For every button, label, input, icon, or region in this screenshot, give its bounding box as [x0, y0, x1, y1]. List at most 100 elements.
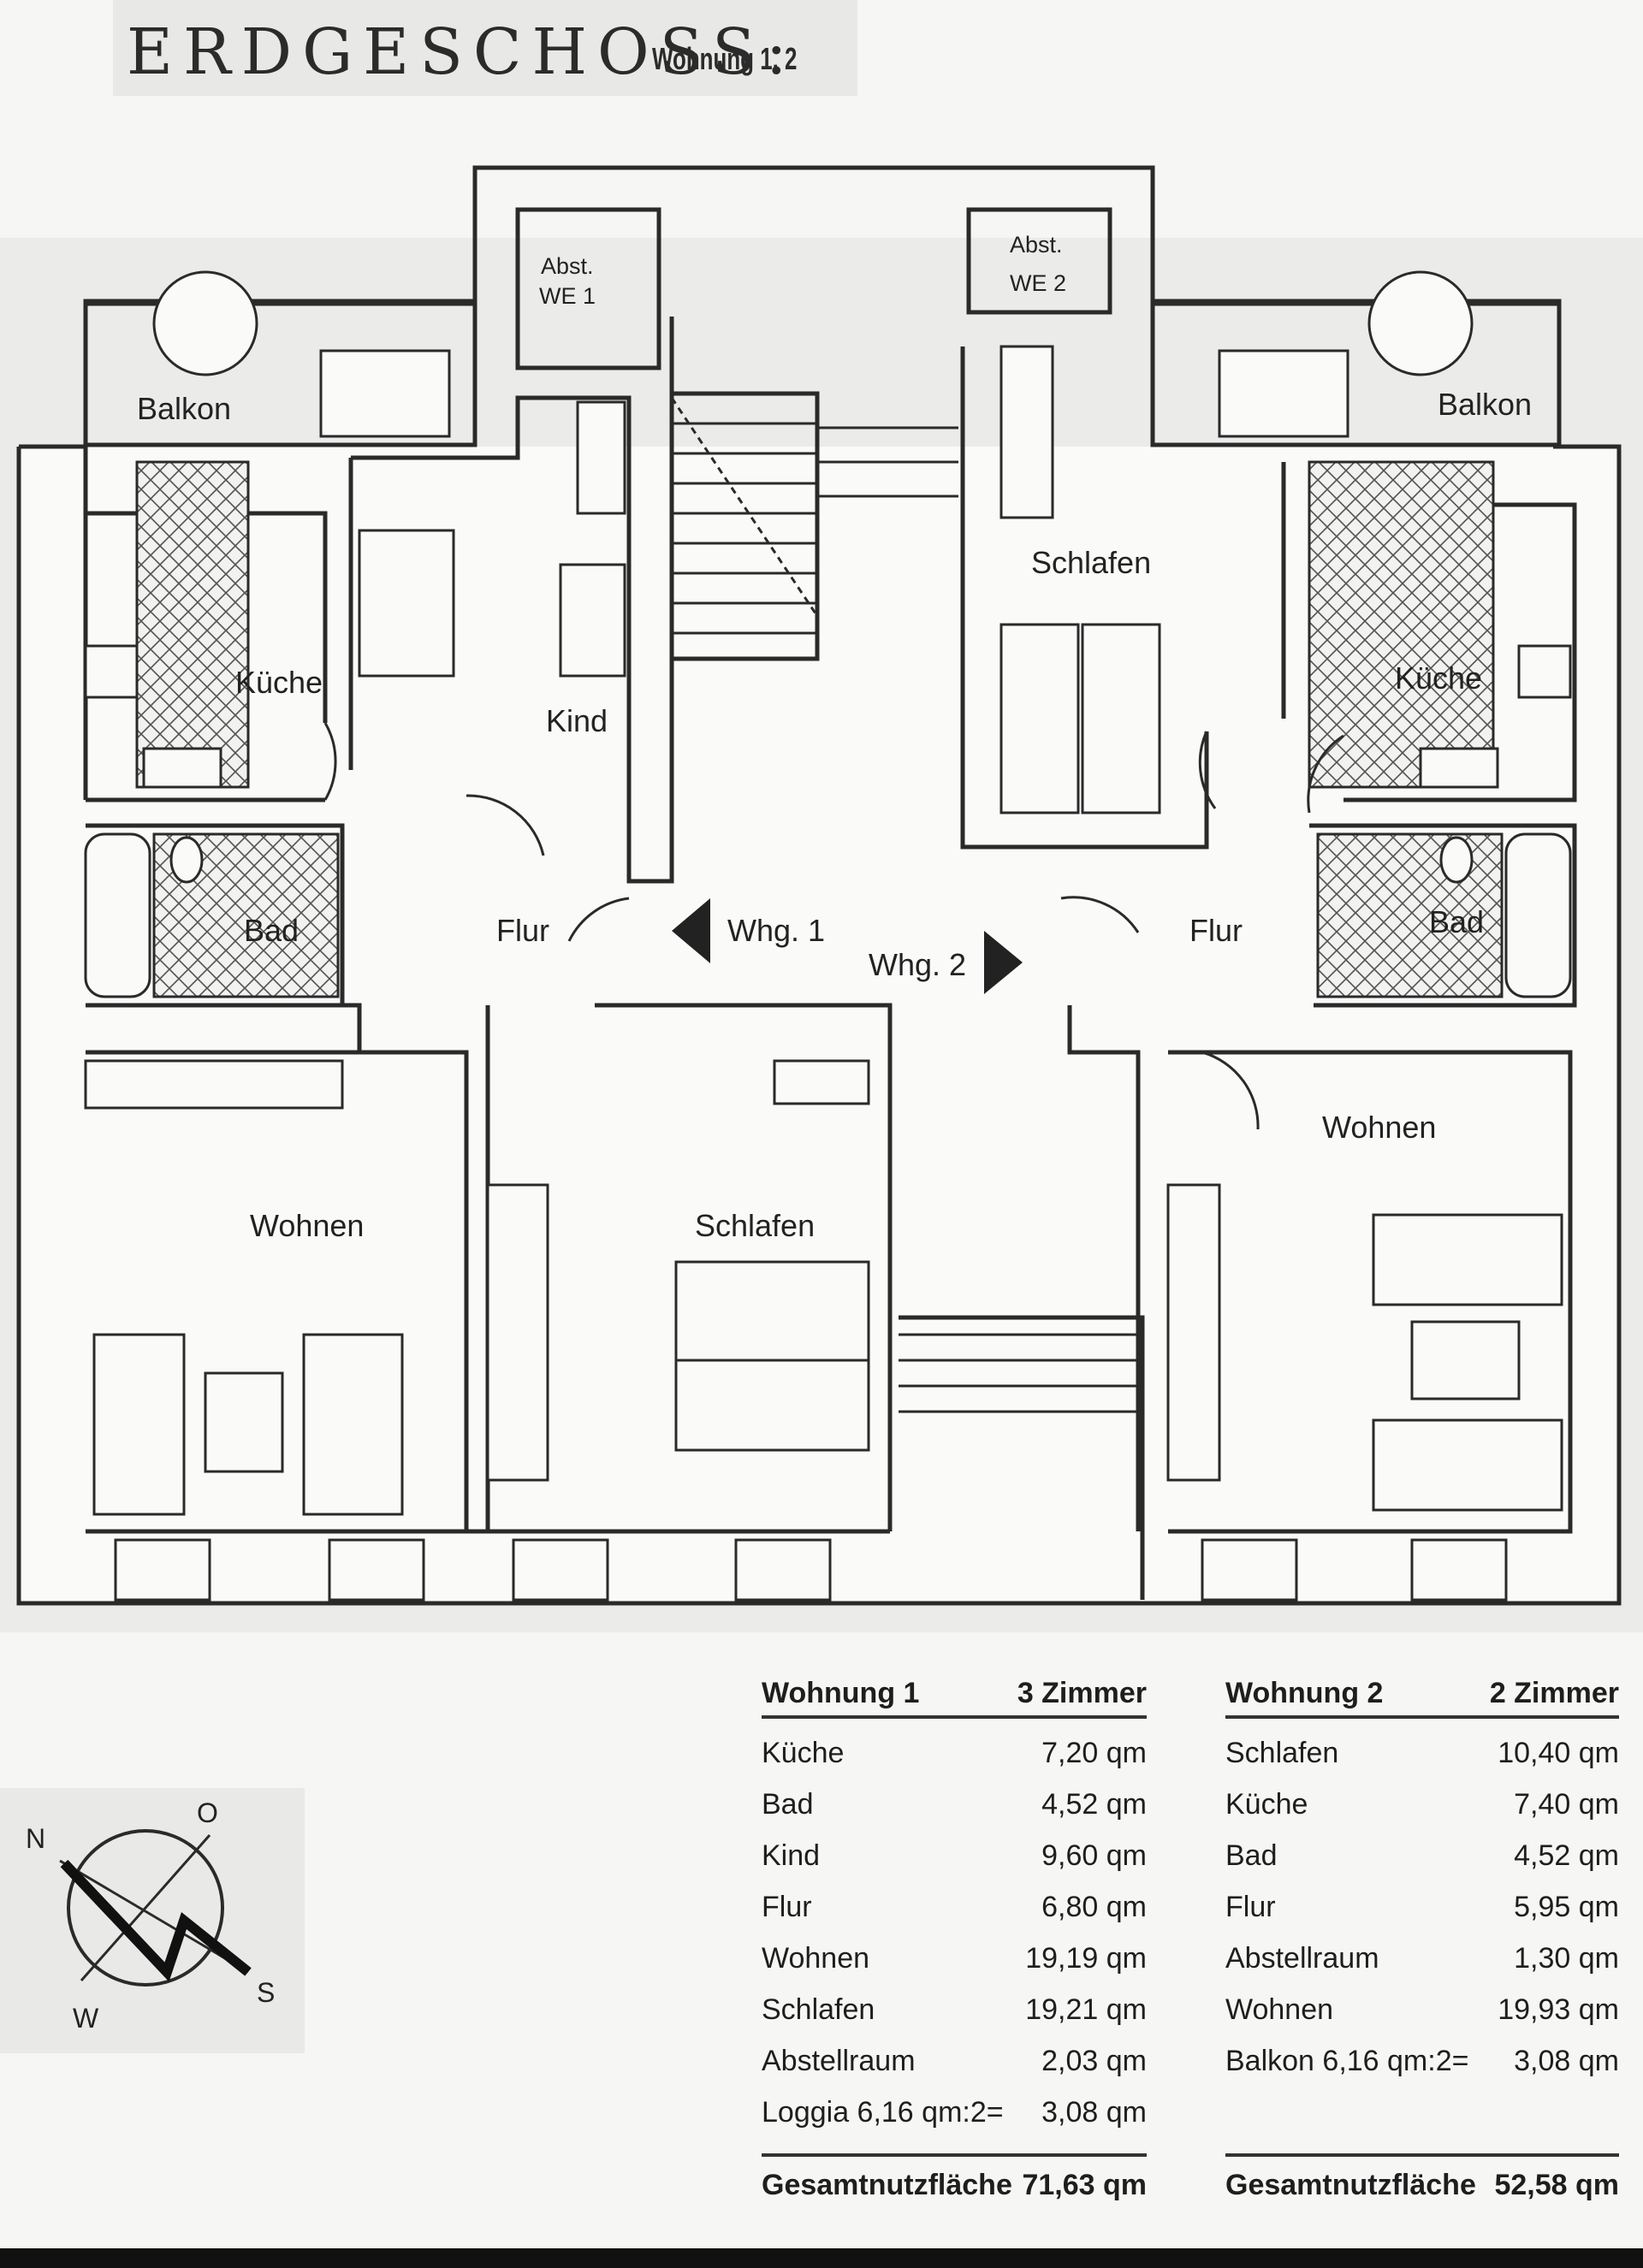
- row-label: Wohnen: [1225, 1993, 1334, 2026]
- row-value: 7,20 qm: [1041, 1736, 1147, 1769]
- sofa-wohnen-right-2: [1372, 1418, 1563, 1512]
- wardrobe-schlafen-top: [999, 345, 1054, 519]
- compass: N O S W: [26, 1797, 275, 2034]
- bed-kind: [358, 529, 455, 678]
- wardrobe-kind: [576, 400, 626, 515]
- compass-label-w: W: [73, 2003, 99, 2034]
- table-row: Bad 4,52 qm: [1225, 1830, 1619, 1881]
- row-label: Wohnen: [762, 1941, 870, 1975]
- wall-bath-right: [1309, 823, 1577, 1008]
- stair-lower: [899, 1315, 1145, 1600]
- apartment-name: Wohnung 2: [1225, 1677, 1384, 1709]
- wall-schlafen-right: [960, 346, 1209, 850]
- label-kueche-left: Küche: [235, 665, 323, 700]
- row-label: Kind: [762, 1839, 821, 1872]
- label-abst-we1-line2: WE 1: [539, 283, 596, 309]
- row-value: 19,93 qm: [1498, 1993, 1619, 2026]
- row-value: 3,08 qm: [1514, 2044, 1619, 2077]
- shelf-schlafen-bottom: [773, 1059, 870, 1105]
- table-row: Flur 6,80 qm: [762, 1881, 1147, 1933]
- table-row: Küche 7,20 qm: [762, 1727, 1147, 1779]
- row-value: 6,80 qm: [1041, 1890, 1147, 1923]
- row-label: Loggia 6,16 qm:2=: [762, 2095, 1004, 2129]
- wardrobe-schlafen-bottom: [486, 1183, 549, 1482]
- table-wohnen-right: [1410, 1320, 1521, 1400]
- wall-flur-right: [1067, 1005, 1141, 1531]
- bathtub-left: [84, 832, 151, 998]
- floor-plan: Abst. WE 1 Abst. WE 2 Balkon Balkon Küch…: [0, 165, 1643, 1632]
- kitchen-tiles-left: [135, 460, 250, 789]
- door-swing: [323, 722, 337, 801]
- floor-subtitle: Wohnung 1, 2: [652, 41, 798, 76]
- total-value: 52,58 qm: [1494, 2169, 1619, 2201]
- room-count: 2 Zimmer: [1489, 1677, 1619, 1709]
- table-total: Gesamtnutzfläche 71,63 qm: [762, 2153, 1147, 2202]
- stove-left: [84, 644, 139, 699]
- toilet-right: [1439, 836, 1474, 884]
- row-value: 7,40 qm: [1514, 1787, 1619, 1821]
- apartment-name: Wohnung 1: [762, 1677, 920, 1709]
- sink-right: [1419, 747, 1499, 789]
- wall-bath-bottom: [86, 1003, 362, 1052]
- label-kind: Kind: [546, 703, 608, 738]
- balcony-left: [83, 301, 477, 447]
- label-kueche-right: Küche: [1395, 660, 1482, 696]
- label-abst-we1-line1: Abst.: [541, 253, 594, 279]
- compass-axis: [80, 1834, 211, 1981]
- sofa-wohnen-left-1: [92, 1333, 186, 1516]
- door-swing: [1060, 896, 1140, 933]
- label-wohnen-right: Wohnen: [1322, 1110, 1436, 1145]
- sink-left: [142, 747, 222, 789]
- label-balkon-left: Balkon: [137, 391, 231, 426]
- row-value: 9,60 qm: [1041, 1839, 1147, 1872]
- row-value: 1,30 qm: [1514, 1941, 1619, 1975]
- entry-arrow-whg1: [672, 898, 710, 963]
- table-row: Wohnen 19,93 qm: [1225, 1984, 1619, 2035]
- row-value: 5,95 qm: [1514, 1890, 1619, 1923]
- label-whg2: Whg. 2: [869, 947, 966, 982]
- outer-wall: [16, 444, 1622, 1606]
- label-whg1: Whg. 1: [727, 913, 825, 948]
- stair-upper: [672, 391, 820, 661]
- label-flur-left: Flur: [496, 913, 549, 948]
- row-label: Abstellraum: [762, 2044, 916, 2077]
- wall-bath: [86, 823, 345, 1005]
- floor-title: ERDGESCHOSS:: [127, 15, 798, 89]
- door-swing: [1307, 734, 1344, 814]
- window-pier: [1201, 1538, 1298, 1602]
- wall-schlafen: [595, 1003, 893, 1531]
- row-label: Bad: [1225, 1839, 1278, 1872]
- compass-ring: [67, 1829, 224, 1987]
- row-value: 10,40 qm: [1498, 1736, 1619, 1769]
- row-label: Abstellraum: [1225, 1941, 1379, 1975]
- stove-right: [1517, 644, 1572, 699]
- row-label: Küche: [762, 1736, 845, 1769]
- bed-schlafen-top-1: [999, 623, 1080, 814]
- table-total: Gesamtnutzfläche 52,58 qm: [1225, 2153, 1619, 2202]
- window-pier: [328, 1538, 425, 1602]
- compass-label-o: O: [197, 1797, 218, 1828]
- sofa-wohnen-right-1: [1372, 1213, 1563, 1306]
- label-schlafen-bottom: Schlafen: [695, 1208, 815, 1243]
- table-balcony-right: [1218, 349, 1349, 438]
- total-label: Gesamtnutzfläche: [1225, 2169, 1476, 2201]
- row-label: Flur: [762, 1890, 812, 1923]
- wall-kind: [351, 317, 674, 884]
- row-value: 19,21 qm: [1025, 1993, 1147, 2026]
- row-value: 4,52 qm: [1041, 1787, 1147, 1821]
- balcony-right: [1150, 301, 1562, 447]
- kitchen-tiles-right: [1308, 460, 1495, 789]
- entry-arrow-whg2: [984, 931, 1023, 994]
- desk-kind: [559, 563, 626, 678]
- storage-we2: [966, 207, 1112, 315]
- table-row: Abstellraum 1,30 qm: [1225, 1933, 1619, 1984]
- bed-schlafen-bottom-2: [674, 1359, 870, 1452]
- row-value: 4,52 qm: [1514, 1839, 1619, 1872]
- umbrella-right: [1367, 270, 1474, 376]
- table-row: Balkon 6,16 qm:2=3,08 qm: [1225, 2035, 1619, 2087]
- label-abst-we2-line2: WE 2: [1010, 270, 1066, 296]
- table-wohnen-left: [204, 1371, 284, 1473]
- toilet-left: [169, 836, 204, 884]
- bathtub-right: [1504, 832, 1572, 998]
